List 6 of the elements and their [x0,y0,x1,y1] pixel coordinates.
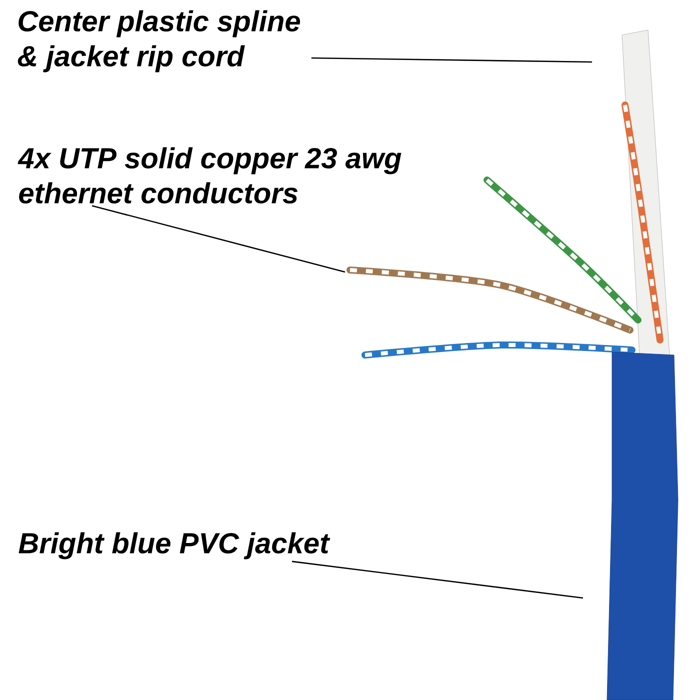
callout-label: Bright blue PVC jacket [18,532,330,560]
leader-line [311,57,592,63]
leader-line [292,560,584,599]
callout-label: 4x UTP solid copper 23 awg ethernet conductors [18,147,402,204]
leader-line [92,205,346,273]
callout-label: Center plastic spline & jacket rip cord [18,10,300,72]
